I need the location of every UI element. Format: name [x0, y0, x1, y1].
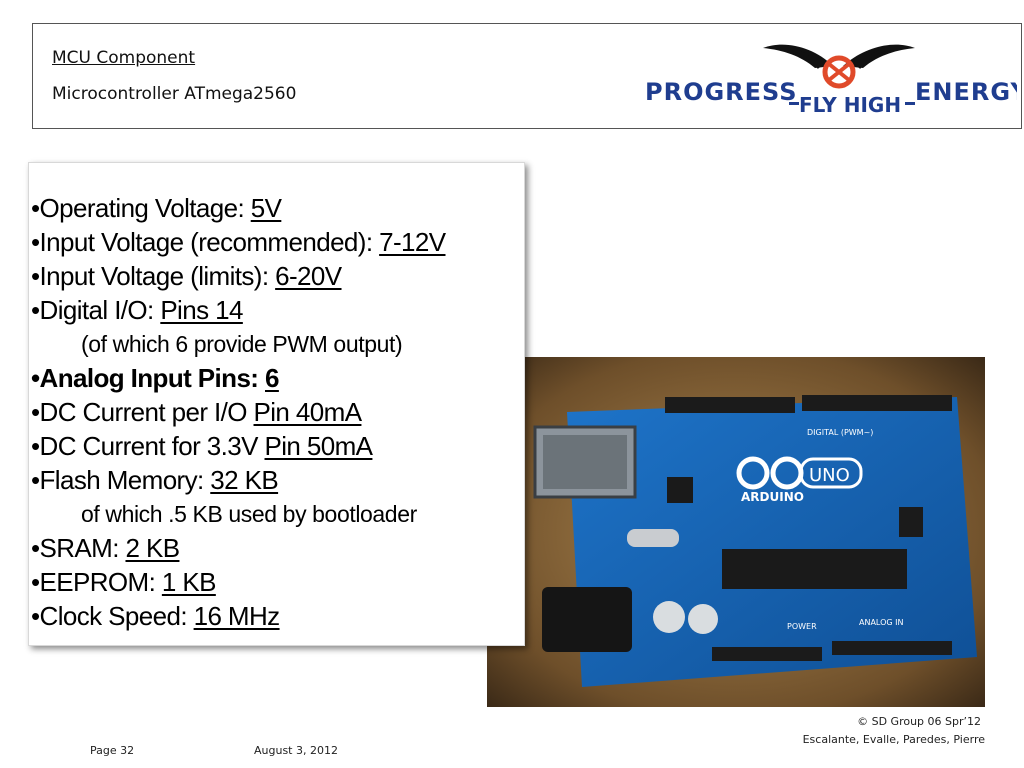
board-illustration: UNO ARDUINO DIGITAL (PWM~) POWER ANALOG … — [487, 357, 985, 707]
logo-graphic: PROGRESS FLY HIGH ENERGY — [645, 44, 1017, 117]
spec-item: •Clock Speed: 16 MHz — [31, 601, 281, 631]
spec-value: 6 — [265, 363, 279, 393]
footer-authors: Escalante, Evalle, Paredes, Pierre — [802, 733, 985, 746]
board-digital-label: DIGITAL (PWM~) — [807, 428, 873, 437]
spec-item: •Flash Memory: 32 KB — [31, 465, 279, 495]
logo-center-text: FLY HIGH — [799, 93, 901, 117]
spec-item: •Digital I/O: Pins 14 — [31, 295, 243, 325]
spec-item: •Operating Voltage: 5V — [31, 193, 282, 223]
spec-value: 5V — [250, 193, 282, 223]
spec-value: 32 KB — [210, 465, 279, 495]
slide-subtitle: Microcontroller ATmega2560 — [52, 84, 297, 104]
board-power-label: POWER — [787, 622, 817, 631]
spec-note: of which .5 KB used by bootloader — [81, 501, 417, 527]
board-brand-text: ARDUINO — [741, 490, 804, 504]
spec-value: 6-20V — [275, 261, 342, 291]
winged-emblem-icon — [763, 44, 915, 89]
spec-item: •EEPROM: 1 KB — [31, 567, 217, 597]
spec-item: •Input Voltage (limits): 6-20V — [31, 261, 342, 291]
spec-value: Pin 50mA — [264, 431, 374, 461]
spec-box: •Operating Voltage: 5V •Input Voltage (r… — [28, 162, 525, 646]
spec-value: Pin 40mA — [253, 397, 363, 427]
arduino-board-photo: UNO ARDUINO DIGITAL (PWM~) POWER ANALOG … — [487, 357, 985, 707]
spec-value: 7-12V — [379, 227, 446, 257]
header-box: MCU Component Microcontroller ATmega2560… — [32, 23, 1022, 129]
footer-date: August 3, 2012 — [254, 744, 338, 757]
spec-value: 1 KB — [161, 567, 217, 597]
spec-list: •Operating Voltage: 5V •Input Voltage (r… — [31, 191, 446, 633]
spec-item: •SRAM: 2 KB — [31, 533, 180, 563]
slide-title: MCU Component — [52, 48, 196, 68]
footer-copyright: © SD Group 06 Spr’12 — [857, 715, 981, 728]
spec-note: (of which 6 provide PWM output) — [81, 331, 403, 357]
footer-page-number: Page 32 — [90, 744, 135, 757]
company-logo: PROGRESS FLY HIGH ENERGY — [643, 38, 1017, 120]
logo-right-text: ENERGY — [915, 78, 1017, 106]
spec-item: •Analog Input Pins: 6 — [31, 363, 279, 393]
spec-item: •DC Current per I/O Pin 40mA — [31, 397, 363, 427]
spec-value: 2 KB — [125, 533, 180, 563]
logo-left-text: PROGRESS — [645, 78, 798, 106]
spec-item: •DC Current for 3.3V Pin 50mA — [31, 431, 374, 461]
spec-value: Pins 14 — [160, 295, 243, 325]
board-model-text: UNO — [809, 465, 850, 486]
spec-item: •Input Voltage (recommended): 7-12V — [31, 227, 446, 257]
board-analog-label: ANALOG IN — [859, 618, 904, 627]
spec-value: 16 MHz — [193, 601, 281, 631]
